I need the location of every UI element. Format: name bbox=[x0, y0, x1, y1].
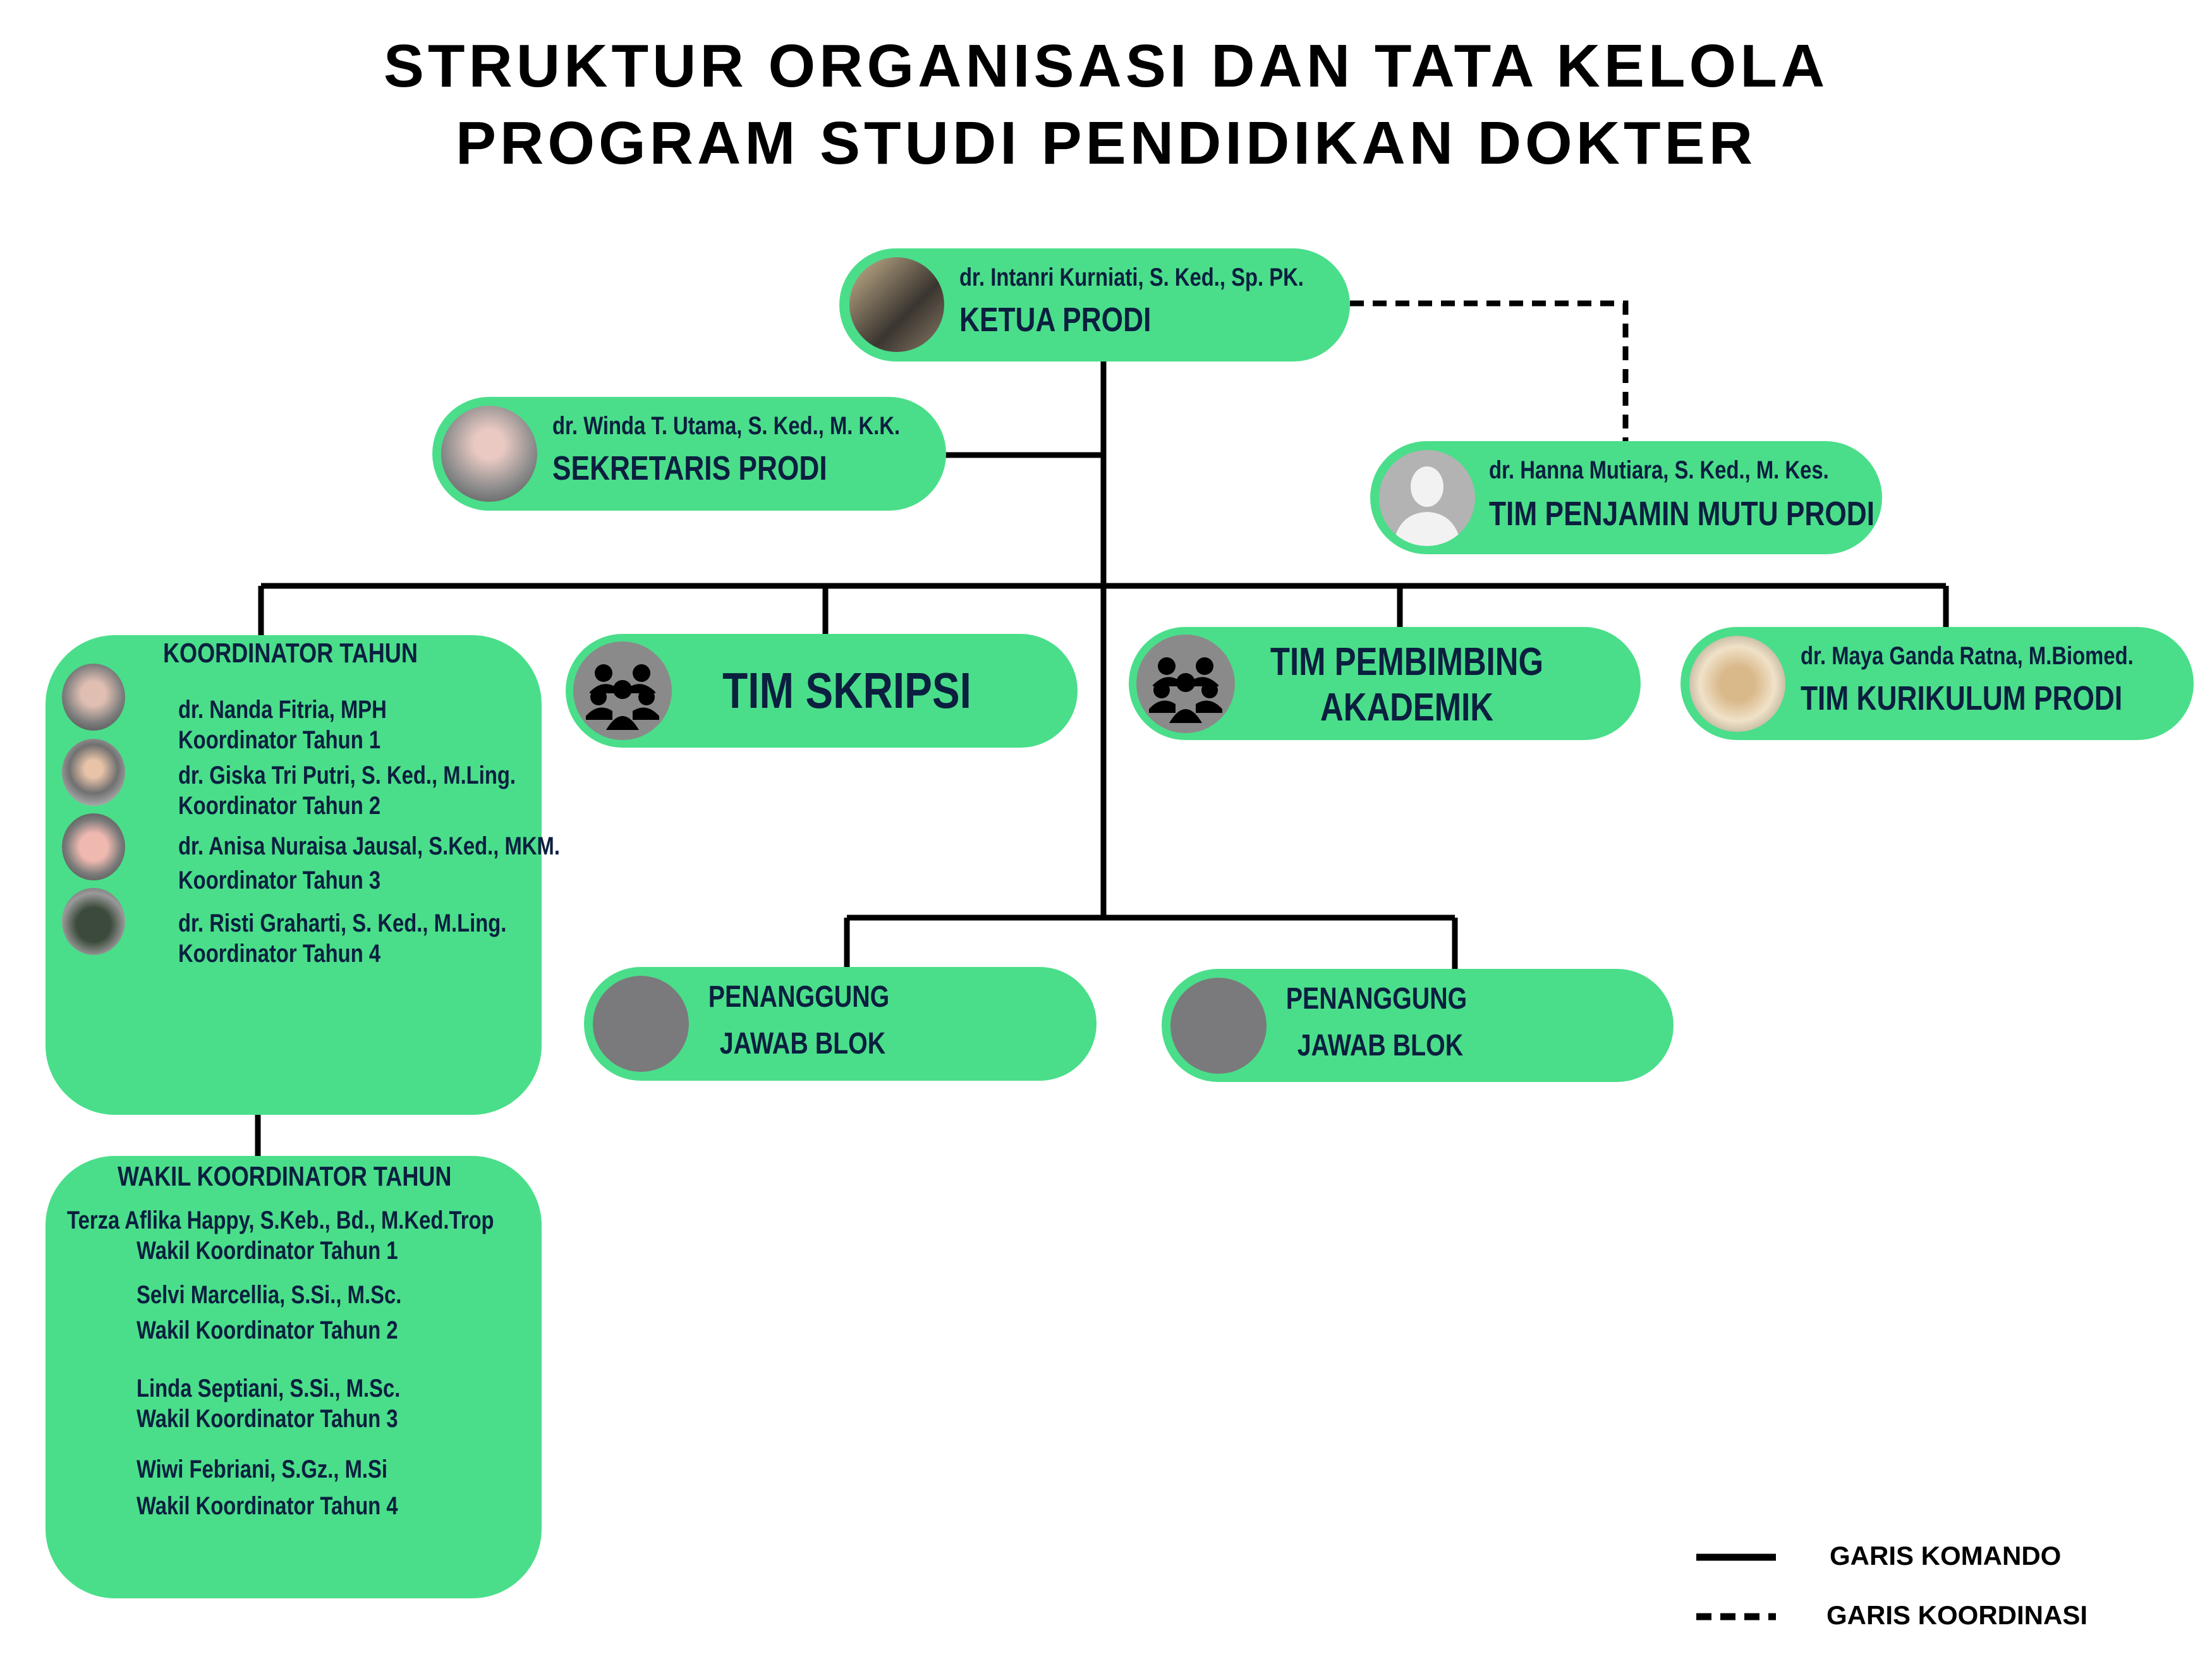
wakil-koordinator-card: WAKIL KOORDINATOR TAHUN Terza Aflika Hap… bbox=[46, 1156, 542, 1598]
wakil-3-name: Linda Septiani, S.Si., M.Sc. bbox=[137, 1375, 401, 1402]
tim-pembimbing-akademik-card: TIM PEMBIMBING AKADEMIK bbox=[1129, 627, 1641, 740]
koordinator-1-role: Koordinator Tahun 1 bbox=[178, 726, 381, 754]
wakil-heading: WAKIL KOORDINATOR TAHUN bbox=[118, 1161, 452, 1192]
koordinator-4-photo bbox=[62, 888, 125, 955]
placeholder-photo bbox=[593, 976, 689, 1072]
ketua-role: KETUA PRODI bbox=[959, 301, 1152, 339]
penjamin-mutu-role: TIM PENJAMIN MUTU PRODI bbox=[1489, 495, 1875, 533]
legend-command: GARIS KOMANDO bbox=[1830, 1541, 2062, 1571]
legend-coordination: GARIS KOORDINASI bbox=[1826, 1600, 2088, 1630]
group-icon bbox=[573, 641, 672, 740]
wakil-2-name: Selvi Marcellia, S.Si., M.Sc. bbox=[137, 1281, 402, 1309]
ketua-photo bbox=[849, 257, 944, 352]
chart-title-line2: PROGRAM STUDI PENDIDIKAN DOKTER bbox=[455, 109, 1757, 177]
wakil-1-role: Wakil Koordinator Tahun 1 bbox=[137, 1237, 398, 1265]
pj-blok-2-line2: JAWAB BLOK bbox=[1297, 1029, 1464, 1062]
placeholder-person-icon bbox=[1379, 450, 1475, 546]
wakil-4-name: Wiwi Febriani, S.Gz., M.Si bbox=[137, 1455, 387, 1483]
sekretaris-role: SEKRETARIS PRODI bbox=[552, 449, 827, 487]
wakil-2-role: Wakil Koordinator Tahun 2 bbox=[137, 1316, 398, 1344]
kurikulum-photo bbox=[1689, 636, 1785, 732]
sekretaris-name: dr. Winda T. Utama, S. Ked., M. K.K. bbox=[552, 412, 901, 440]
placeholder-photo bbox=[1170, 978, 1267, 1074]
koordinator-1-photo bbox=[62, 664, 125, 731]
wakil-1-name: Terza Aflika Happy, S.Keb., Bd., M.Ked.T… bbox=[67, 1206, 494, 1234]
sekretaris-prodi-card: dr. Winda T. Utama, S. Ked., M. K.K. SEK… bbox=[432, 397, 946, 511]
koordinator-1-name: dr. Nanda Fitria, MPH bbox=[178, 696, 387, 724]
pj-blok-1-line2: JAWAB BLOK bbox=[719, 1027, 886, 1060]
sekretaris-photo bbox=[441, 406, 537, 502]
koordinator-tahun-card: KOORDINATOR TAHUN dr. Nanda Fitria, MPH … bbox=[46, 635, 560, 1115]
penjamin-mutu-card: dr. Hanna Mutiara, S. Ked., M. Kes. TIM … bbox=[1370, 441, 1882, 554]
pj-blok-card-2: PENANGGUNG JAWAB BLOK bbox=[1162, 969, 1674, 1082]
ketua-prodi-card: dr. Intanri Kurniati, S. Ked., Sp. PK. K… bbox=[839, 248, 1350, 362]
pj-blok-card-1: PENANGGUNG JAWAB BLOK bbox=[584, 967, 1097, 1081]
coordination-line bbox=[1350, 300, 1629, 441]
koordinator-4-role: Koordinator Tahun 4 bbox=[178, 940, 381, 968]
wakil-4-role: Wakil Koordinator Tahun 4 bbox=[137, 1492, 398, 1520]
tim-skripsi-label: TIM SKRIPSI bbox=[722, 662, 971, 719]
kurikulum-role: TIM KURIKULUM PRODI bbox=[1801, 679, 2123, 717]
tim-kurikulum-card: dr. Maya Ganda Ratna, M.Biomed. TIM KURI… bbox=[1680, 627, 2194, 740]
tim-pembimbing-line2: AKADEMIK bbox=[1320, 686, 1493, 729]
kurikulum-name: dr. Maya Ganda Ratna, M.Biomed. bbox=[1801, 642, 2134, 670]
koordinator-2-photo bbox=[62, 739, 125, 806]
koordinator-3-role: Koordinator Tahun 3 bbox=[178, 866, 381, 894]
pj-blok-2-line1: PENANGGUNG bbox=[1285, 982, 1468, 1016]
pj-blok-1-line1: PENANGGUNG bbox=[708, 980, 890, 1014]
koordinator-3-name: dr. Anisa Nuraisa Jausal, S.Ked., MKM. bbox=[178, 832, 560, 860]
ketua-name: dr. Intanri Kurniati, S. Ked., Sp. PK. bbox=[959, 264, 1304, 291]
koordinator-3-photo bbox=[62, 813, 125, 880]
koordinator-2-role: Koordinator Tahun 2 bbox=[178, 792, 381, 820]
penjamin-mutu-name: dr. Hanna Mutiara, S. Ked., M. Kes. bbox=[1489, 456, 1829, 484]
wakil-3-role: Wakil Koordinator Tahun 3 bbox=[137, 1405, 398, 1433]
chart-title-line1: STRUKTUR ORGANISASI DAN TATA KELOLA bbox=[383, 32, 1829, 100]
group-icon bbox=[1136, 635, 1235, 733]
koordinator-4-name: dr. Risti Graharti, S. Ked., M.Ling. bbox=[178, 909, 507, 937]
tim-pembimbing-line1: TIM PEMBIMBING bbox=[1270, 640, 1544, 684]
koordinator-2-name: dr. Giska Tri Putri, S. Ked., M.Ling. bbox=[178, 762, 516, 789]
koordinator-heading: KOORDINATOR TAHUN bbox=[163, 638, 418, 669]
tim-skripsi-card: TIM SKRIPSI bbox=[566, 634, 1078, 748]
